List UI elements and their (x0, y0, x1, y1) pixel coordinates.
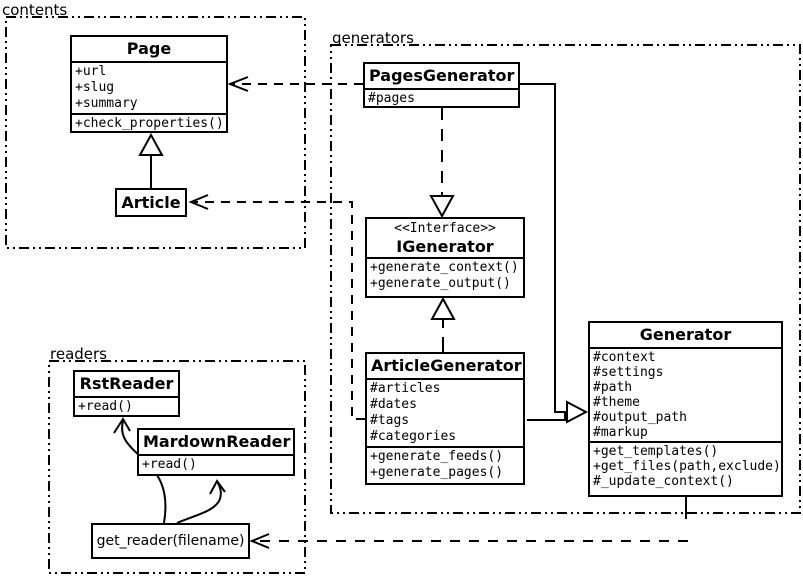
class-igenerator-title: IGenerator (396, 237, 494, 256)
attribute: #articles (370, 381, 441, 396)
edge-articlegenerator-to-igenerator (430, 296, 456, 352)
class-pagesgenerator-attributes: #pages (365, 88, 518, 106)
method: +get_files(path,exclude) (593, 459, 781, 474)
class-mardownreader-methods: +read() (139, 454, 293, 474)
class-generator-methods: +get_templates() +get_files(path,exclude… (590, 441, 781, 490)
edge-pagesgenerator-to-generator (520, 83, 589, 424)
attribute: #pages (368, 91, 415, 106)
class-generator-title: Generator (639, 325, 732, 344)
generators-package-border (330, 44, 801, 514)
class-page-title: Page (126, 39, 172, 58)
class-article-title: Article (121, 192, 181, 212)
method: +generate_feeds() (370, 449, 504, 464)
contents-package-border (5, 16, 306, 249)
class-rstreader-title: RstReader (79, 374, 174, 393)
method: +generate_output() (370, 276, 511, 291)
contents-package-label: contents (2, 1, 68, 19)
edge-getreader-to-mardownreader (176, 479, 226, 524)
class-pagesgenerator-title: PagesGenerator (369, 66, 515, 85)
class-igenerator-methods: +generate_context() +generate_output() (367, 257, 523, 293)
attribute: #path (593, 380, 633, 395)
attribute: #context (593, 350, 656, 365)
method: #_update_context() (593, 474, 734, 489)
generators-package-label: generators (332, 29, 414, 47)
attribute: +slug (75, 80, 115, 95)
method: +generate_pages() (370, 465, 504, 480)
attribute: #tags (370, 413, 410, 428)
method: +read() (78, 399, 133, 414)
class-articlegenerator: ArticleGenerator #articles #dates #tags … (365, 352, 525, 485)
class-articlegenerator-attributes: #articles #dates #tags #categories (367, 378, 523, 446)
edge-pagesgenerator-to-igenerator (429, 108, 455, 219)
attribute: #markup (593, 425, 648, 440)
attribute: #theme (593, 395, 640, 410)
class-rstreader-methods: +read() (75, 396, 178, 415)
class-pagesgenerator: PagesGenerator #pages (363, 62, 520, 108)
method: +generate_context() (370, 260, 519, 275)
function-get-reader: get_reader(filename) (91, 523, 250, 559)
class-igenerator-stereotype: <<Interface>> (394, 221, 496, 236)
attribute: +summary (75, 96, 138, 111)
readers-package-label: readers (50, 345, 107, 363)
class-generator-attributes: #context #settings #path #theme #output_… (590, 347, 781, 441)
attribute: #categories (370, 429, 457, 444)
method: +check_properties() (75, 116, 224, 131)
edge-article-to-page (138, 132, 164, 188)
function-get-reader-label: get_reader(filename) (96, 533, 245, 549)
class-mardownreader: MardownReader +read() (137, 428, 295, 476)
edge-pagesgenerator-to-page (227, 76, 363, 92)
class-article: Article (115, 188, 187, 217)
method: +get_templates() (593, 444, 719, 459)
attribute: #settings (593, 365, 664, 380)
attribute: #output_path (593, 410, 687, 425)
attribute: +url (75, 64, 107, 79)
class-page-methods: +check_properties() (72, 113, 226, 131)
class-rstreader: RstReader +read() (73, 370, 180, 417)
class-articlegenerator-methods: +generate_feeds() +generate_pages() (367, 446, 523, 482)
class-page-attributes: +url +slug +summary (72, 61, 226, 113)
edge-articlegenerator-to-article (188, 194, 365, 420)
class-mardownreader-title: MardownReader (143, 432, 291, 451)
edge-articlegenerator-to-generator (527, 412, 566, 421)
class-igenerator: <<Interface>> IGenerator +generate_conte… (365, 217, 525, 298)
edge-generator-to-getreader (249, 497, 688, 549)
class-generator: Generator #context #settings #path #them… (588, 321, 783, 497)
attribute: #dates (370, 397, 417, 412)
class-page: Page +url +slug +summary +check_properti… (70, 35, 228, 133)
method: +read() (142, 457, 197, 472)
class-articlegenerator-title: ArticleGenerator (371, 356, 522, 375)
